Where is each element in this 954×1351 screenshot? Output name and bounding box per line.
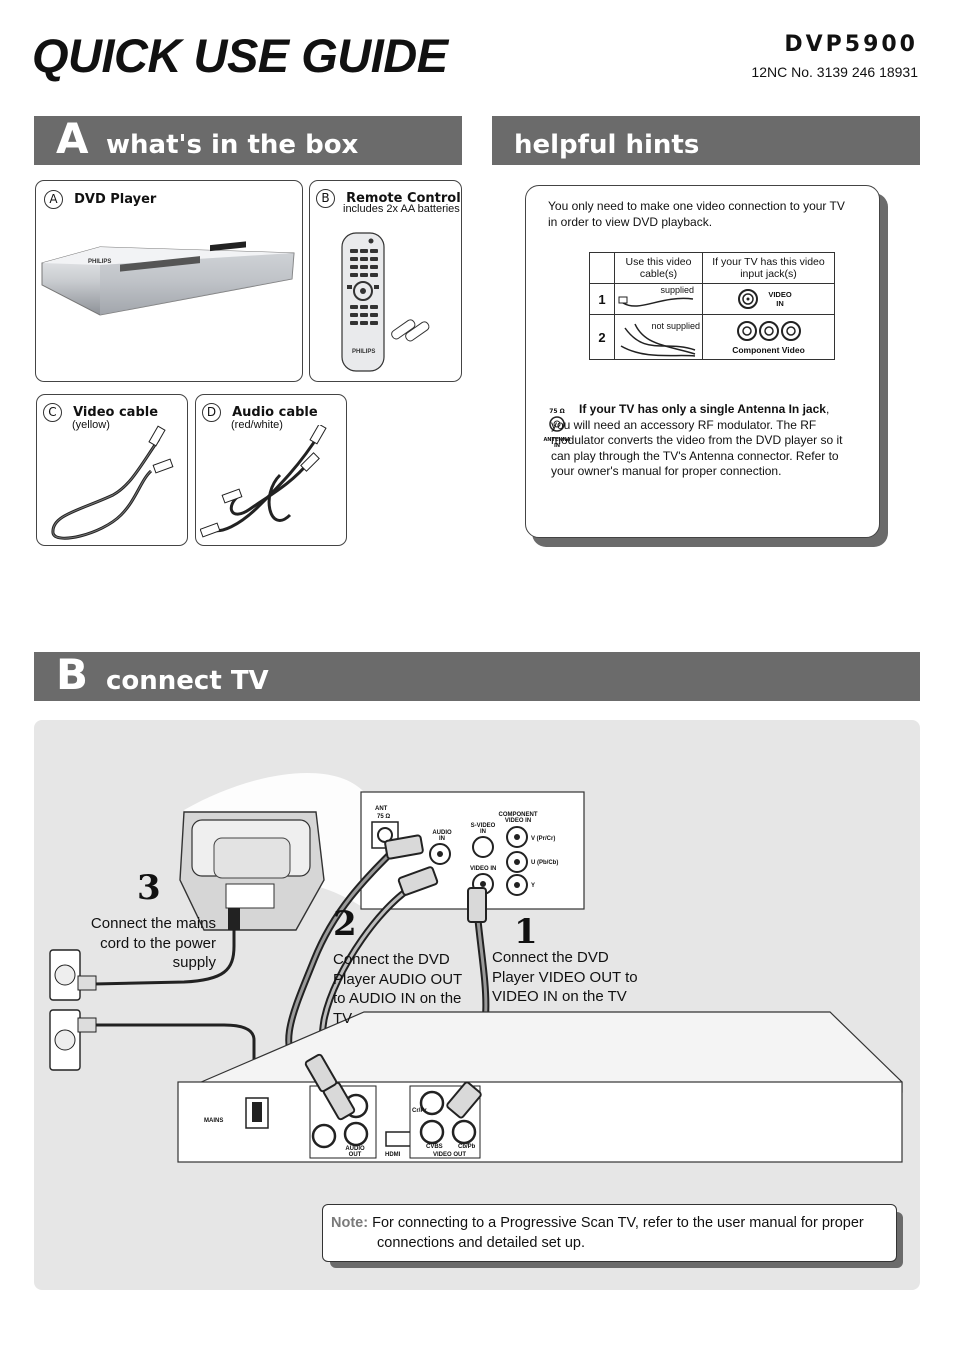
battery-icon — [391, 319, 430, 342]
antenna-hint-bold: If your TV has only a single Antenna In … — [579, 402, 826, 416]
player-crpr-label: Cr/Pr — [412, 1108, 427, 1114]
step-3-text: Connect the mains cord to the power supp… — [90, 915, 216, 971]
video-cable-image — [51, 425, 174, 540]
step-1-number: 1 — [514, 912, 538, 952]
remote-image: PHILIPS — [341, 232, 430, 372]
item-sub: includes 2x AA batteries — [343, 203, 460, 215]
player-cbpb-label: Cb/Pb — [458, 1144, 476, 1150]
component-jacks-icon — [736, 320, 801, 341]
item-badge: D — [202, 403, 221, 422]
model-number: DVP5900 — [784, 32, 918, 57]
note-box: Note: For connecting to a Progressive Sc… — [322, 1204, 897, 1262]
box-item-remote-control: B Remote Control includes 2x AA batterie… — [309, 180, 462, 382]
table-row: 2 not supplied Component Video — [589, 314, 835, 360]
tv-u-label: U (Pb/Cb) — [531, 860, 559, 866]
composite-cable-icon — [618, 296, 694, 307]
table-header-jack: If your TV has this video input jack(s) — [702, 252, 835, 284]
antenna-icon-bottom: ANTENNA IN — [543, 437, 571, 449]
step-3-number: 3 — [137, 868, 161, 908]
page-title: QUICK USE GUIDE — [32, 29, 448, 82]
antenna-icon-top: 75 Ω — [549, 408, 565, 415]
section-b-title: connect TV — [106, 666, 269, 696]
box-item-video-cable: C Video cable (yellow) — [36, 394, 188, 546]
step-2-text: Connect the DVD Player AUDIO OUT to AUDI… — [333, 951, 462, 1027]
box-item-audio-cable: D Audio cable (red/white) — [195, 394, 347, 546]
player-cvbs-label: CVBS — [426, 1144, 443, 1150]
tv-svideo-label: S-VIDEO IN — [470, 823, 496, 835]
audio-cable-image — [200, 425, 327, 538]
step-1-text: Connect the DVD Player VIDEO OUT to VIDE… — [492, 949, 638, 1005]
wall-socket-icon — [49, 949, 97, 1071]
item-label: Audio cable — [232, 405, 318, 420]
hints-title: helpful hints — [514, 130, 700, 160]
tv-audio-in-label: AUDIO IN — [432, 830, 452, 842]
video-jack-icon — [738, 289, 758, 309]
item-label: DVD Player — [74, 192, 157, 207]
hints-card: You only need to make one video connecti… — [525, 185, 880, 538]
section-b-header: B connect TV — [34, 650, 920, 701]
item-label: Video cable — [73, 405, 159, 420]
tv-image — [179, 811, 325, 931]
jack-label: VIDEO IN — [768, 290, 792, 308]
tv-ohm-label: 75 Ω — [377, 814, 391, 820]
document-code: 12NC No. 3139 246 18931 — [751, 64, 918, 80]
antenna-hint-text: , you will need an accessory RF modulato… — [551, 402, 843, 478]
dvd-player-back-image — [177, 1011, 903, 1163]
antenna-hint: If your TV has only a single Antenna In … — [551, 402, 851, 480]
item-badge: A — [44, 190, 63, 209]
component-cable-icon — [620, 323, 696, 357]
player-mains-label: MAINS — [204, 1118, 224, 1124]
tv-video-in-label: VIDEO IN — [470, 866, 497, 872]
step-2-number: 2 — [333, 904, 357, 944]
jack-label: Component Video — [732, 344, 805, 355]
tv-component-label: COMPONENT VIDEO IN — [498, 812, 538, 824]
table-row: 1 supplied VIDEO IN — [589, 283, 835, 315]
cable-note: not supplied — [651, 321, 700, 331]
player-audio-out-label: AUDIO OUT — [345, 1146, 365, 1158]
table-header-cable: Use this video cable(s) — [614, 252, 703, 284]
section-b-letter: B — [56, 650, 89, 699]
hints-header: helpful hints — [492, 116, 920, 165]
tv-ant-label: ANT — [375, 806, 388, 812]
box-item-dvd-player: A DVD Player PHILIPS — [35, 180, 303, 382]
item-sub: (yellow) — [72, 419, 110, 431]
player-brand: PHILIPS — [88, 259, 111, 265]
remote-brand: PHILIPS — [352, 349, 375, 355]
section-a-title: what's in the box — [106, 130, 359, 160]
connection-diagram — [49, 772, 903, 1163]
item-label: Remote Control — [346, 191, 461, 206]
cable-note: supplied — [660, 285, 694, 295]
item-badge: B — [316, 189, 335, 208]
tv-v-label: V (Pr/Cr) — [531, 836, 556, 842]
player-video-out-label: VIDEO OUT — [433, 1152, 467, 1158]
antenna-icon: 75 Ω ANTENNA IN — [540, 408, 574, 449]
row-number: 2 — [589, 314, 615, 360]
section-a-header: A what's in the box — [34, 114, 462, 165]
item-sub: (red/white) — [231, 419, 283, 431]
note-label: Note: — [331, 1215, 369, 1231]
tv-y-label: Y — [531, 883, 536, 889]
video-connection-table: Use this video cable(s) If your TV has t… — [589, 252, 835, 360]
hints-intro: You only need to make one video connecti… — [548, 199, 845, 229]
dvd-player-image: PHILIPS — [41, 241, 295, 316]
section-a-letter: A — [56, 114, 89, 163]
item-badge: C — [43, 403, 62, 422]
player-hdmi-label: HDMI — [385, 1152, 401, 1158]
note-text: For connecting to a Progressive Scan TV,… — [372, 1215, 864, 1251]
row-number: 1 — [589, 283, 615, 315]
